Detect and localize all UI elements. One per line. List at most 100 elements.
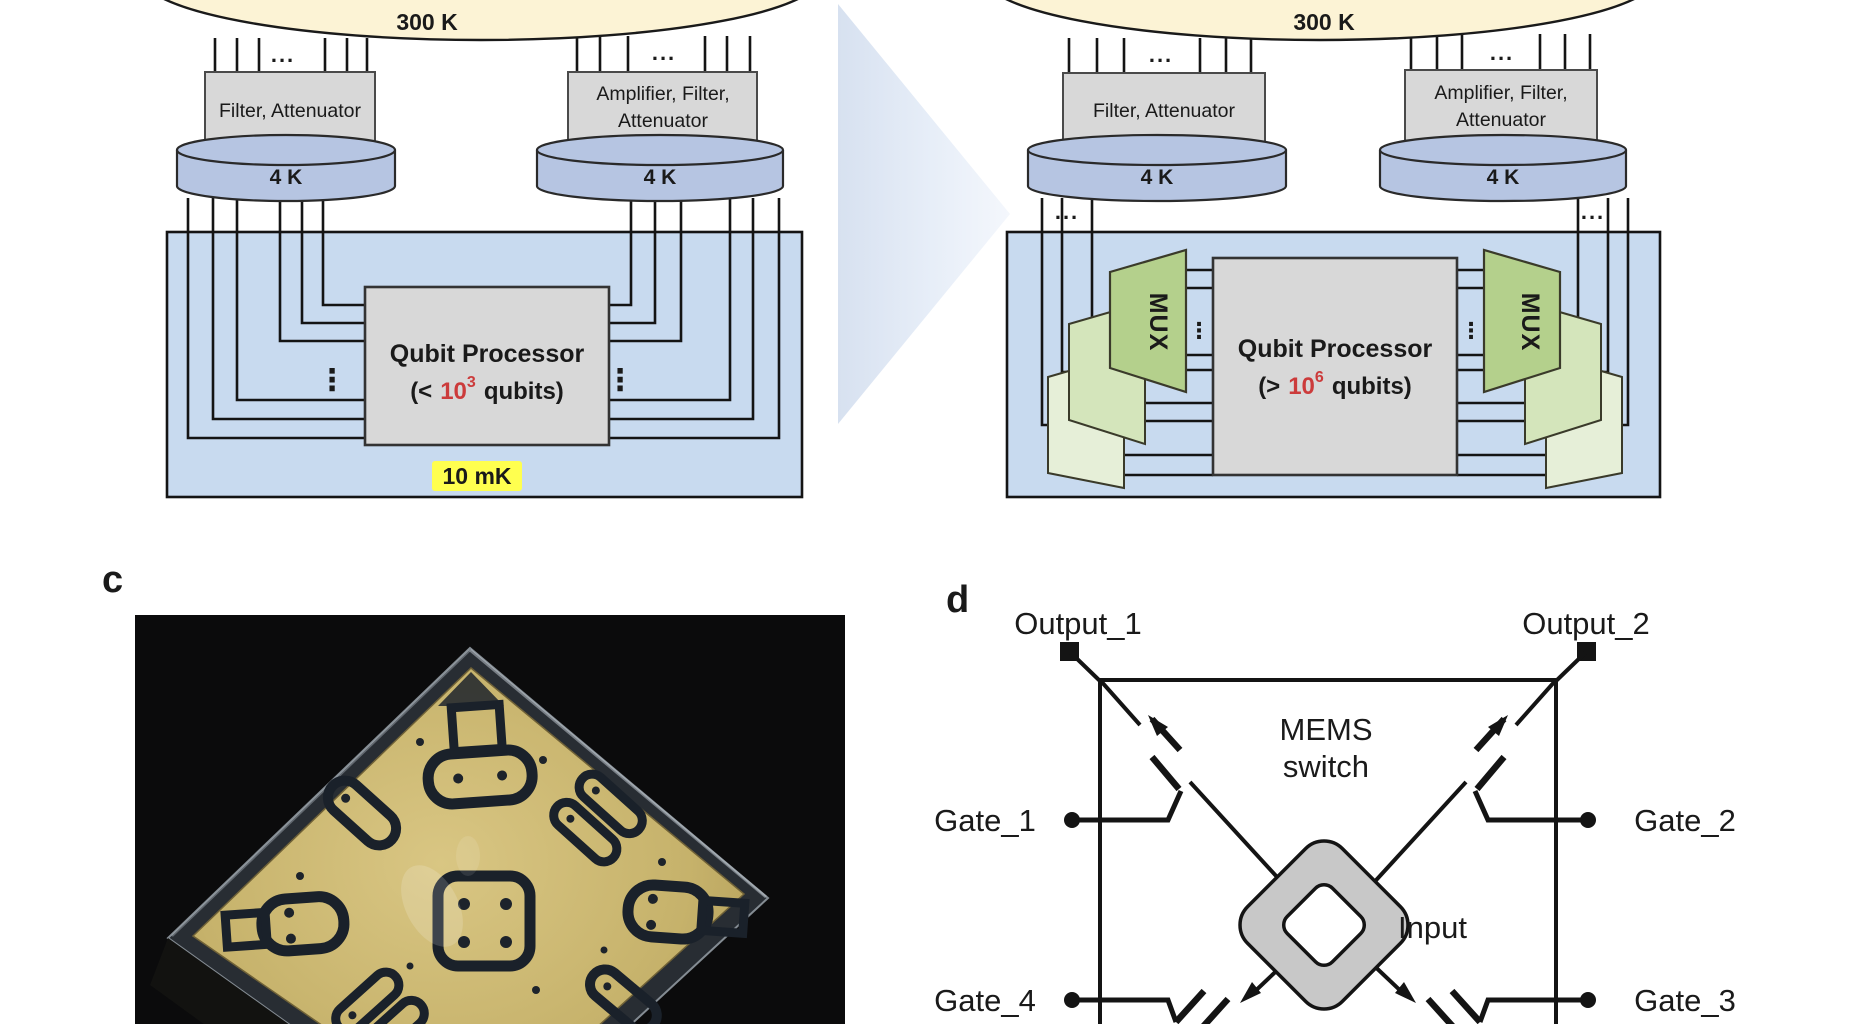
gate-2-terminal xyxy=(1580,812,1596,828)
amplifier-filter-attenuator-box xyxy=(1404,69,1598,143)
mux-label: MUX xyxy=(1144,293,1172,352)
bond-pad-southeast xyxy=(585,964,662,1024)
glass-edge-highlight xyxy=(469,648,767,899)
amplifier-filter-attenuator-box xyxy=(567,71,758,144)
mux-chip-front xyxy=(1482,248,1562,394)
gate-4-lead xyxy=(1072,997,1179,1023)
panel-c-label: c xyxy=(102,559,123,601)
mems-switch-label-line2: switch xyxy=(1283,749,1369,784)
wire-bundle xyxy=(213,36,752,72)
mux-label: MUX xyxy=(1516,293,1544,352)
wire-bundle xyxy=(186,198,365,440)
amplifier-label-line2: Attenuator xyxy=(618,110,708,132)
mems-switch-label-line1: MEMS xyxy=(1280,712,1373,747)
qubit-processor-box xyxy=(1211,256,1459,477)
switch-arrow-icon xyxy=(1395,982,1416,1003)
mux-chip-front xyxy=(1108,248,1188,394)
temp-4k-label: 4 K xyxy=(1487,166,1520,189)
gate-4-terminal xyxy=(1064,992,1080,1008)
mems-switch-lower-right xyxy=(1366,958,1483,1024)
output-1-label: Output_1 xyxy=(1014,606,1142,641)
mems-switch-lower-left xyxy=(1173,958,1290,1024)
ellipsis-dots: ... xyxy=(652,40,676,65)
gate-3-label: Gate_3 xyxy=(1634,983,1736,1018)
ellipsis-dots: ... xyxy=(1149,42,1173,67)
circuit-boundary-box xyxy=(1098,678,1558,1024)
bond-pad-northwest xyxy=(322,775,402,851)
mux-stack-left: MUX xyxy=(1047,248,1188,490)
gate-2-lead xyxy=(1472,789,1588,823)
qubit-processor-title: Qubit Processor xyxy=(1238,335,1433,363)
wire-bundle xyxy=(1067,34,1592,73)
bond-pad-northeast-pair xyxy=(549,769,647,867)
stage-300k-plate xyxy=(1005,0,1635,42)
filter-attenuator-label: Filter, Attenuator xyxy=(219,100,362,122)
transition-arrow-icon xyxy=(838,4,1010,424)
gate-1-lead xyxy=(1072,789,1184,823)
gate-1-terminal xyxy=(1064,812,1080,828)
input-port-inner xyxy=(1281,882,1367,968)
chip-gold-surface xyxy=(191,666,746,1024)
gate-3-terminal xyxy=(1580,992,1596,1008)
qubit-processor-box xyxy=(363,285,611,447)
glass-edge-highlight xyxy=(171,649,471,937)
stage-4k-left: 4 K xyxy=(175,133,397,203)
mems-switch-upper-right xyxy=(1366,678,1558,891)
input-label: Input xyxy=(1398,910,1467,945)
stage-4k-right: 4 K xyxy=(535,133,785,203)
ellipsis-dots: ... xyxy=(1490,40,1514,65)
temp-4k-label: 4 K xyxy=(1141,166,1174,189)
temp-4k-label: 4 K xyxy=(270,166,303,189)
corner-notch xyxy=(438,672,504,706)
bond-pad-west xyxy=(220,891,350,957)
amplifier-label-line1: Amplifier, Filter, xyxy=(1434,82,1567,104)
wire-bundle xyxy=(1124,268,1546,477)
panel-d-label: d xyxy=(946,579,969,621)
temp-300k-label: 300 K xyxy=(396,9,458,35)
temp-300k-label: 300 K xyxy=(1293,9,1355,35)
bond-pad-east xyxy=(622,879,750,945)
stage-300k-plate xyxy=(163,0,799,42)
temperature-highlight xyxy=(432,461,522,491)
panel-d-circuit: d Output_1 Output_2 MEMS switch xyxy=(934,579,1736,1024)
mems-chip-photo xyxy=(135,615,845,1024)
vertical-ellipsis: ⋮ xyxy=(1460,319,1482,344)
input-port xyxy=(1238,839,1410,1011)
mux-stack-right: MUX xyxy=(1482,248,1623,490)
temp-10mk-label: 10 mK xyxy=(442,463,511,489)
ellipsis-dots: ... xyxy=(271,42,295,67)
alignment-dots xyxy=(296,738,666,994)
vertical-ellipsis: ⋮ xyxy=(1188,319,1210,344)
mems-switch-upper-left xyxy=(1098,678,1290,891)
vertical-ellipsis: ⋮ xyxy=(317,363,347,398)
qubit-processor-title: Qubit Processor xyxy=(390,340,585,368)
center-pad xyxy=(432,870,536,972)
photo-glare xyxy=(456,836,480,876)
switch-arrow-icon xyxy=(1240,982,1261,1003)
vertical-ellipsis: ⋮ xyxy=(605,363,635,398)
temp-4k-label: 4 K xyxy=(644,166,677,189)
bond-pad-southwest-pair xyxy=(331,967,429,1024)
filter-attenuator-label: Filter, Attenuator xyxy=(1093,100,1236,122)
gate-3-lead xyxy=(1477,997,1588,1023)
output-2-label: Output_2 xyxy=(1522,606,1650,641)
stage-4k-right: 4 K xyxy=(1378,133,1628,203)
gate-2-label: Gate_2 xyxy=(1634,803,1736,838)
terminal-stubs xyxy=(1068,650,1588,683)
bond-pad-north xyxy=(422,699,538,810)
ellipsis-dots: ... xyxy=(1581,199,1605,224)
ellipsis-dots: ... xyxy=(1055,199,1079,224)
photo-glare xyxy=(401,865,463,947)
amplifier-label-line2: Attenuator xyxy=(1456,109,1546,131)
wire-bundle xyxy=(609,198,781,440)
chip-side-wall xyxy=(150,938,289,1024)
gate-4-label: Gate_4 xyxy=(934,983,1036,1018)
gate-1-label: Gate_1 xyxy=(934,803,1036,838)
stage-4k-left: 4 K xyxy=(1026,133,1288,203)
amplifier-label-line1: Amplifier, Filter, xyxy=(596,83,729,105)
